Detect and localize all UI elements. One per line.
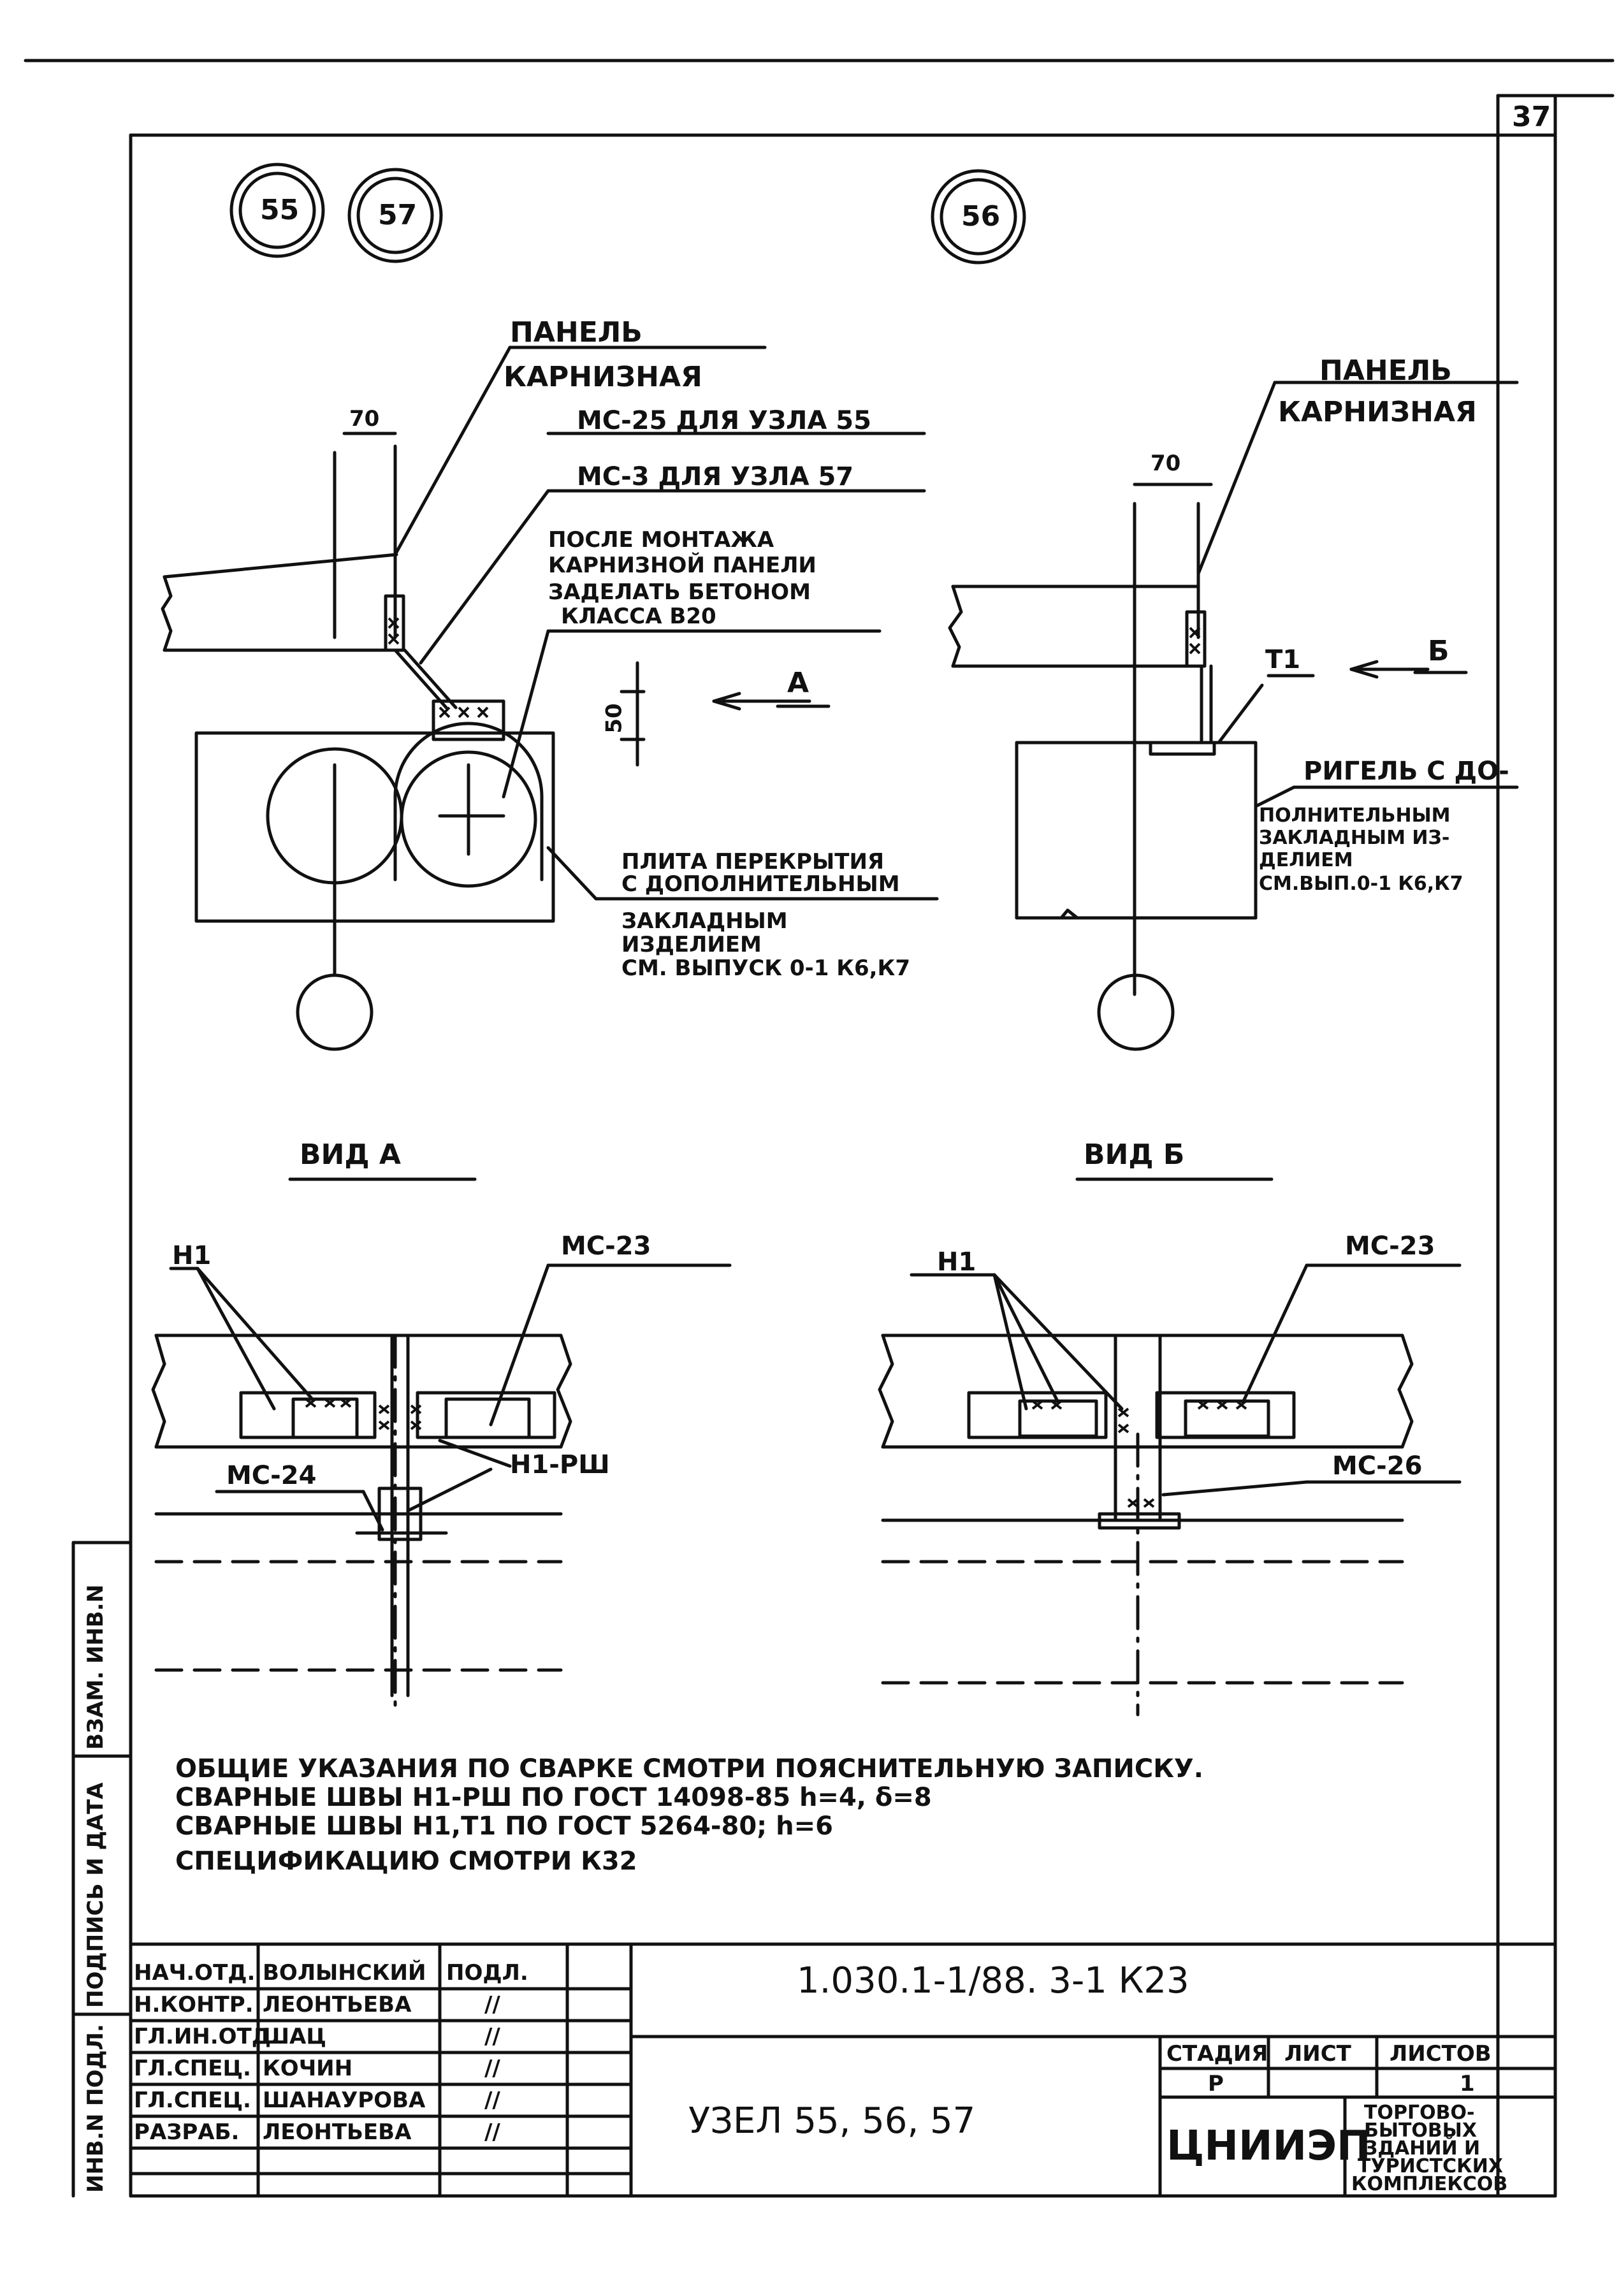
node-marker-56: 56 bbox=[961, 200, 1001, 233]
left-dim-70: 70 bbox=[349, 406, 380, 432]
sheets-value: 1 bbox=[1460, 2071, 1475, 2096]
view-a-title: ВИД А bbox=[300, 1138, 401, 1171]
staff-role: ГЛ.СПЕЦ. bbox=[134, 2088, 251, 2113]
staff-name: ВОЛЫНСКИЙ bbox=[263, 1960, 426, 1986]
slab-note-line-1: ПЛИТА ПЕРЕКРЫТИЯ bbox=[621, 849, 885, 875]
view-a-ms24: МС-24 bbox=[226, 1461, 317, 1490]
label-t1: Т1 bbox=[1265, 645, 1301, 674]
right-panel-label-1: ПАНЕЛЬ bbox=[1319, 354, 1452, 387]
staff-role: ГЛ.СПЕЦ. bbox=[134, 2056, 251, 2081]
side-stamp-signature-date: ПОДПИСЬ И ДАТА bbox=[83, 1782, 108, 2008]
document-code: 1.030.1-1/88. 3-1 К23 bbox=[797, 1960, 1189, 2002]
staff-sign: ПОДЛ. bbox=[446, 1960, 528, 1986]
slab-note-line-4: ИЗДЕЛИЕМ bbox=[621, 932, 762, 957]
staff-role: РАЗРАБ. bbox=[134, 2119, 240, 2145]
view-b-ms26: МС-26 bbox=[1332, 1451, 1423, 1481]
slab-note-line-5: СМ. ВЫПУСК 0-1 К6,К7 bbox=[621, 955, 911, 981]
after-mount-line-4: КЛАССА В20 bbox=[561, 604, 716, 629]
node-marker-57: 57 bbox=[378, 199, 417, 231]
view-b-title: ВИД Б bbox=[1084, 1138, 1185, 1171]
org-logo: ЦНИИЭП bbox=[1166, 2123, 1371, 2170]
stage-value: Р bbox=[1208, 2071, 1224, 2096]
staff-role: Н.КОНТР. bbox=[134, 1992, 254, 2017]
after-mount-line-2: КАРНИЗНОЙ ПАНЕЛИ bbox=[548, 553, 817, 578]
stage-header: СТАДИЯ bbox=[1166, 2041, 1268, 2067]
sheets-header: ЛИСТОВ bbox=[1390, 2041, 1492, 2067]
view-a-h1rsh: Н1-РШ bbox=[510, 1450, 610, 1479]
side-stamp-vzam-inv: ВЗАМ. ИНВ.N bbox=[83, 1584, 108, 1750]
staff-sign: // bbox=[484, 1992, 500, 2017]
after-mount-line-3: ЗАДЕЛАТЬ БЕТОНОМ bbox=[548, 579, 811, 605]
node-marker-55: 55 bbox=[260, 194, 300, 226]
left-panel-label-1: ПАНЕЛЬ bbox=[510, 316, 643, 349]
note-line-2: СВАРНЫЕ ШВЫ Н1-РШ ПО ГОСТ 14098-85 h=4, … bbox=[175, 1783, 932, 1812]
note-line-1: ОБЩИЕ УКАЗАНИЯ ПО СВАРКЕ СМОТРИ ПОЯСНИТЕ… bbox=[175, 1754, 1203, 1784]
right-dim-70: 70 bbox=[1151, 451, 1181, 476]
after-mount-line-1: ПОСЛЕ МОНТАЖА bbox=[548, 527, 774, 553]
arrow-a-label: А bbox=[787, 667, 810, 699]
view-b-h1: Н1 bbox=[937, 1247, 976, 1277]
staff-name: КОЧИН bbox=[263, 2056, 353, 2081]
left-panel-label-2: КАРНИЗНАЯ bbox=[504, 361, 702, 393]
right-panel-label-2: КАРНИЗНАЯ bbox=[1278, 396, 1477, 428]
rigel-note-line-2: ПОЛНИТЕЛЬНЫМ bbox=[1259, 804, 1451, 827]
view-b-ms23: МС-23 bbox=[1345, 1232, 1435, 1261]
org-text-line-4: ТУРИСТСКИХ bbox=[1358, 2155, 1503, 2177]
view-a-ms23: МС-23 bbox=[561, 1232, 651, 1261]
staff-name: ШАНАУРОВА bbox=[263, 2088, 426, 2113]
drawing-title: УЗЕЛ 55, 56, 57 bbox=[688, 2100, 976, 2142]
staff-name: ЛЕОНТЬЕВА bbox=[263, 2119, 412, 2145]
staff-sign: // bbox=[484, 2056, 500, 2081]
rigel-note-line-5: СМ.ВЫП.0-1 К6,К7 bbox=[1259, 873, 1463, 895]
arrow-b-label: Б bbox=[1428, 635, 1449, 667]
rigel-note-line-3: ЗАКЛАДНЫМ ИЗ- bbox=[1259, 827, 1450, 849]
staff-sign: // bbox=[484, 2024, 500, 2049]
staff-role: НАЧ.ОТД. bbox=[134, 1960, 256, 1986]
org-text-line-1: ТОРГОВО- bbox=[1364, 2102, 1475, 2124]
sheet-header: ЛИСТ bbox=[1284, 2041, 1351, 2067]
staff-name: ШАЦ bbox=[263, 2024, 326, 2049]
slab-note-line-2: С ДОПОЛНИТЕЛЬНЫМ bbox=[621, 871, 900, 897]
note-line-3: СВАРНЫЕ ШВЫ Н1,Т1 ПО ГОСТ 5264-80; h=6 bbox=[175, 1812, 833, 1841]
staff-role: ГЛ.ИН.ОТД. bbox=[134, 2024, 279, 2049]
view-a-h1: Н1 bbox=[172, 1241, 212, 1270]
left-dim-50: 50 bbox=[601, 703, 627, 734]
staff-sign: // bbox=[484, 2088, 500, 2113]
slab-note-line-3: ЗАКЛАДНЫМ bbox=[621, 908, 788, 934]
label-ms25: МС-25 ДЛЯ УЗЛА 55 bbox=[577, 406, 871, 435]
label-ms3: МС-3 ДЛЯ УЗЛА 57 bbox=[577, 462, 854, 491]
org-text-line-2: БЫТОВЫХ bbox=[1364, 2119, 1477, 2142]
note-line-4: СПЕЦИФИКАЦИЮ СМОТРИ К32 bbox=[175, 1847, 637, 1876]
sheet-number: 37 bbox=[1512, 101, 1551, 133]
rigel-note-line-4: ДЕЛИЕМ bbox=[1259, 849, 1353, 871]
org-text-line-3: ЗДАНИЙ И bbox=[1364, 2137, 1481, 2160]
side-stamp-inv-podl: ИНВ.N ПОДЛ. bbox=[83, 2024, 108, 2193]
staff-name: ЛЕОНТЬЕВА bbox=[263, 1992, 412, 2017]
staff-sign: // bbox=[484, 2119, 500, 2145]
rigel-note-line-1: РИГЕЛЬ С ДО- bbox=[1303, 757, 1509, 786]
org-text-line-5: КОМПЛЕКСОВ bbox=[1351, 2173, 1508, 2195]
